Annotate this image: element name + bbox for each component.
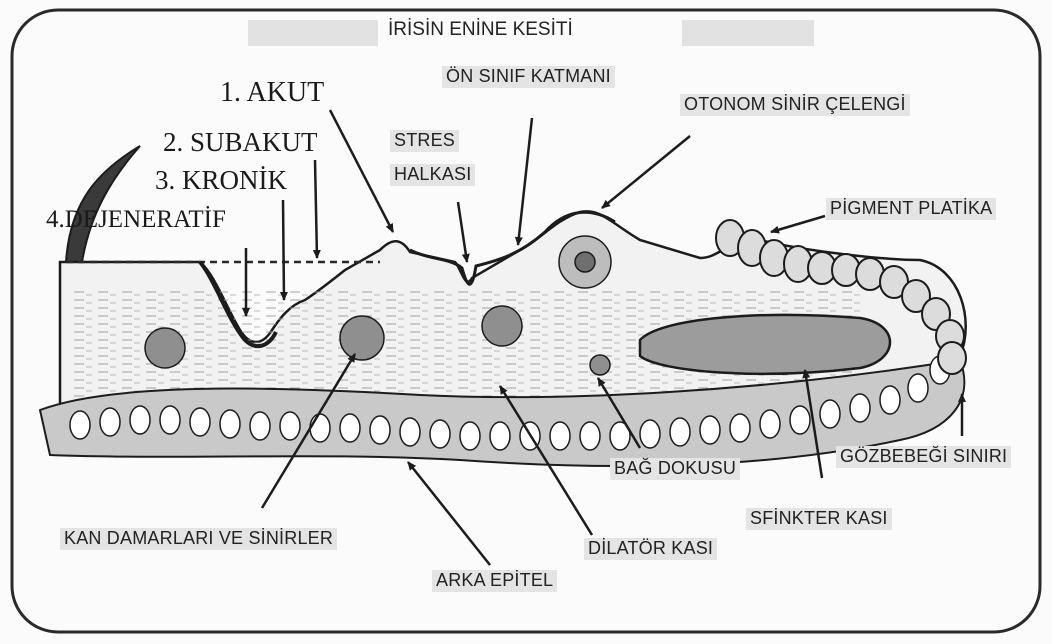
title-band-right [682, 20, 814, 46]
label-dilator-muscle: DİLATÖR KASI [584, 538, 717, 560]
diagram-title: İRİSİN ENİNE KESİTİ [388, 20, 573, 41]
label-pigment-ruff: PİGMENT PLATİKA [826, 198, 996, 220]
label-stress-ring-line2: HALKASI [390, 164, 475, 186]
arrow-acute [330, 110, 393, 232]
arrow-wreath [602, 136, 690, 208]
title-band-left [248, 20, 378, 46]
label-connective-tissue: BAĞ DOKUSU [610, 458, 740, 480]
label-stress-ring-line1: STRES [390, 130, 459, 152]
sphincter-muscle-shape [640, 315, 890, 374]
label-degenerative: 4.DEJENERATİF [46, 206, 226, 234]
label-chronic: 3. KRONİK [155, 166, 287, 196]
arrow-posterior [408, 462, 490, 565]
arrow-stress-ring [458, 202, 467, 262]
label-posterior-epithelium: ARKA EPİTEL [432, 570, 557, 592]
arrow-chronic [283, 200, 284, 300]
label-vessels-and-nerves: KAN DAMARLARI VE SİNİRLER [60, 528, 337, 550]
arrow-subacute [315, 160, 317, 258]
anterior-flap [66, 146, 140, 262]
label-pupil-margin: GÖZBEBEĞİ SINIRI [836, 446, 1011, 468]
label-subacute: 2. SUBAKUT [163, 128, 318, 158]
label-autonomic-nerve-wreath: OTONOM SİNİR ÇELENGİ [680, 94, 910, 116]
arrow-anterior-layer [518, 118, 532, 245]
arrow-pigment-ruff [771, 216, 825, 232]
label-anterior-border-layer: ÖN SINIF KATMANI [442, 66, 615, 88]
label-sphincter-muscle: SFİNKTER KASI [746, 508, 892, 530]
label-acute: 1. AKUT [220, 78, 324, 109]
